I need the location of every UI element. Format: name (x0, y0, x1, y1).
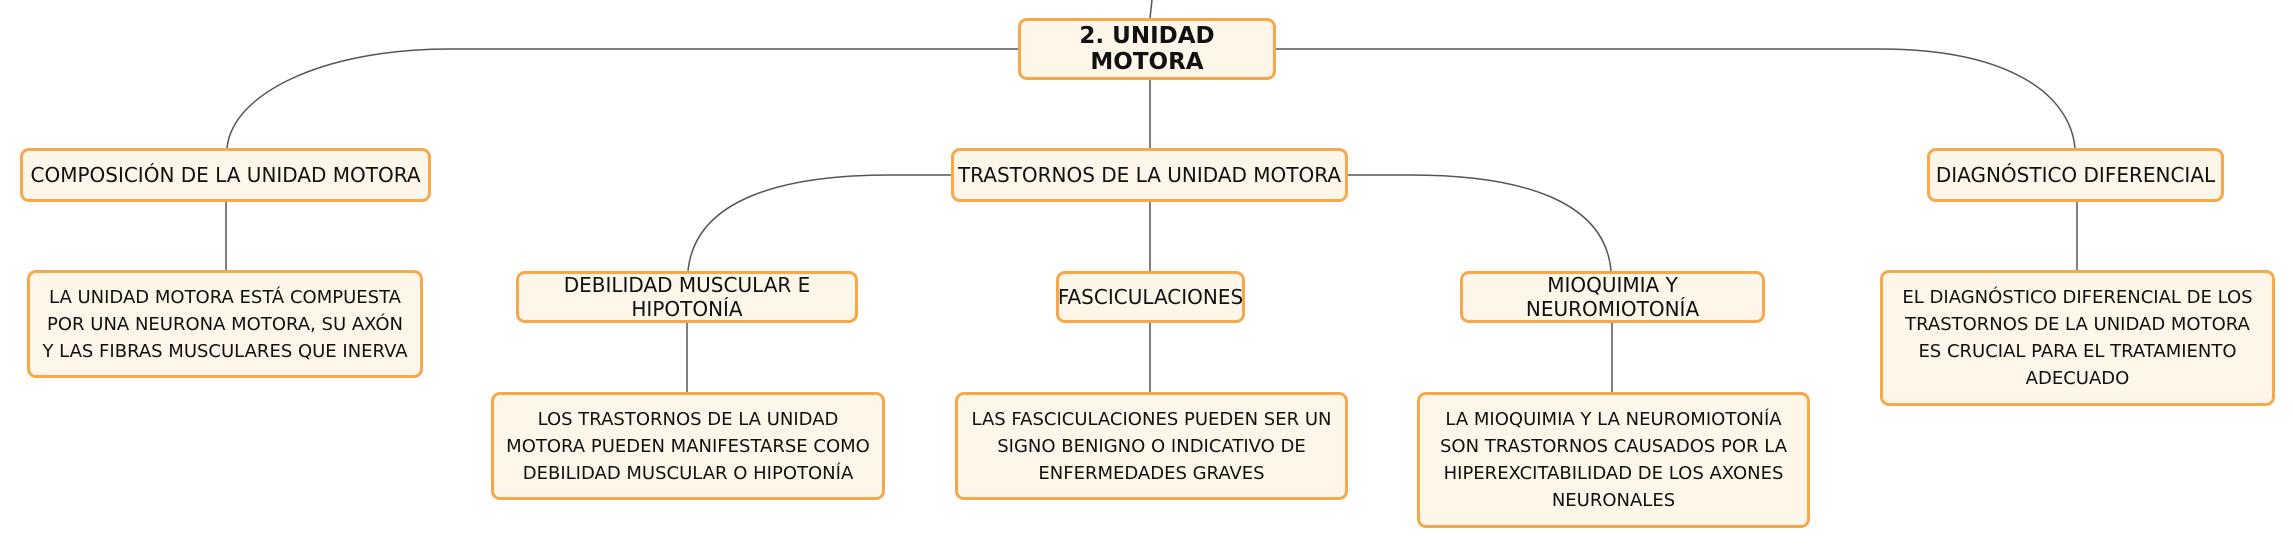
note-mioquimia-text: LA MIOQUIMIA Y LA NEUROMIOTONÍA SON TRAS… (1439, 409, 1788, 511)
note-mioquimia[interactable]: LA MIOQUIMIA Y LA NEUROMIOTONÍA SON TRAS… (1417, 392, 1810, 528)
connector-trastornos-to-mioquimia (1348, 174, 1612, 272)
topic-diagnostico[interactable]: DIAGNÓSTICO DIFERENCIAL (1927, 148, 2224, 202)
topic-composicion-label: COMPOSICIÓN DE LA UNIDAD MOTORA (30, 163, 421, 187)
topic-fasciculaciones[interactable]: FASCICULACIONES (1056, 271, 1245, 323)
connector-parent-to-root (1149, 0, 1153, 19)
topic-trastornos-label: TRASTORNOS DE LA UNIDAD MOTORA (957, 163, 1342, 187)
note-debilidad-text: LOS TRASTORNOS DE LA UNIDAD MOTORA PUEDE… (506, 408, 870, 484)
connector-trastornos-to-debilidad (687, 174, 951, 272)
topic-fasciculaciones-label: FASCICULACIONES (1057, 285, 1244, 309)
note-debilidad[interactable]: LOS TRASTORNOS DE LA UNIDAD MOTORA PUEDE… (491, 392, 885, 500)
topic-debilidad-label: DEBILIDAD MUSCULAR E HIPOTONÍA (563, 273, 811, 321)
note-diagnostico[interactable]: EL DIAGNÓSTICO DIFERENCIAL DE LOS TRASTO… (1880, 270, 2275, 406)
connector-root-to-diagnostico (1276, 48, 2076, 149)
note-composicion-text: LA UNIDAD MOTORA ESTÁ COMPUESTA POR UNA … (42, 286, 408, 362)
topic-composicion[interactable]: COMPOSICIÓN DE LA UNIDAD MOTORA (20, 148, 431, 202)
topic-mioquimia[interactable]: MIOQUIMIA Y NEUROMIOTONÍA (1460, 271, 1765, 323)
note-composicion[interactable]: LA UNIDAD MOTORA ESTÁ COMPUESTA POR UNA … (27, 270, 423, 378)
root-topic-label: 2. UNIDAD MOTORA (1079, 23, 1215, 75)
connector-root-to-composicion (226, 48, 1018, 149)
root-topic-node[interactable]: 2. UNIDAD MOTORA (1018, 18, 1276, 80)
topic-trastornos[interactable]: TRASTORNOS DE LA UNIDAD MOTORA (951, 148, 1348, 202)
note-fasciculaciones-text: LAS FASCICULACIONES PUEDEN SER UN SIGNO … (971, 408, 1332, 484)
note-fasciculaciones[interactable]: LAS FASCICULACIONES PUEDEN SER UN SIGNO … (955, 392, 1348, 500)
note-diagnostico-text: EL DIAGNÓSTICO DIFERENCIAL DE LOS TRASTO… (1902, 287, 2253, 389)
topic-mioquimia-label: MIOQUIMIA Y NEUROMIOTONÍA (1525, 273, 1700, 321)
topic-debilidad[interactable]: DEBILIDAD MUSCULAR E HIPOTONÍA (516, 271, 858, 323)
topic-diagnostico-label: DIAGNÓSTICO DIFERENCIAL (1935, 163, 2216, 187)
